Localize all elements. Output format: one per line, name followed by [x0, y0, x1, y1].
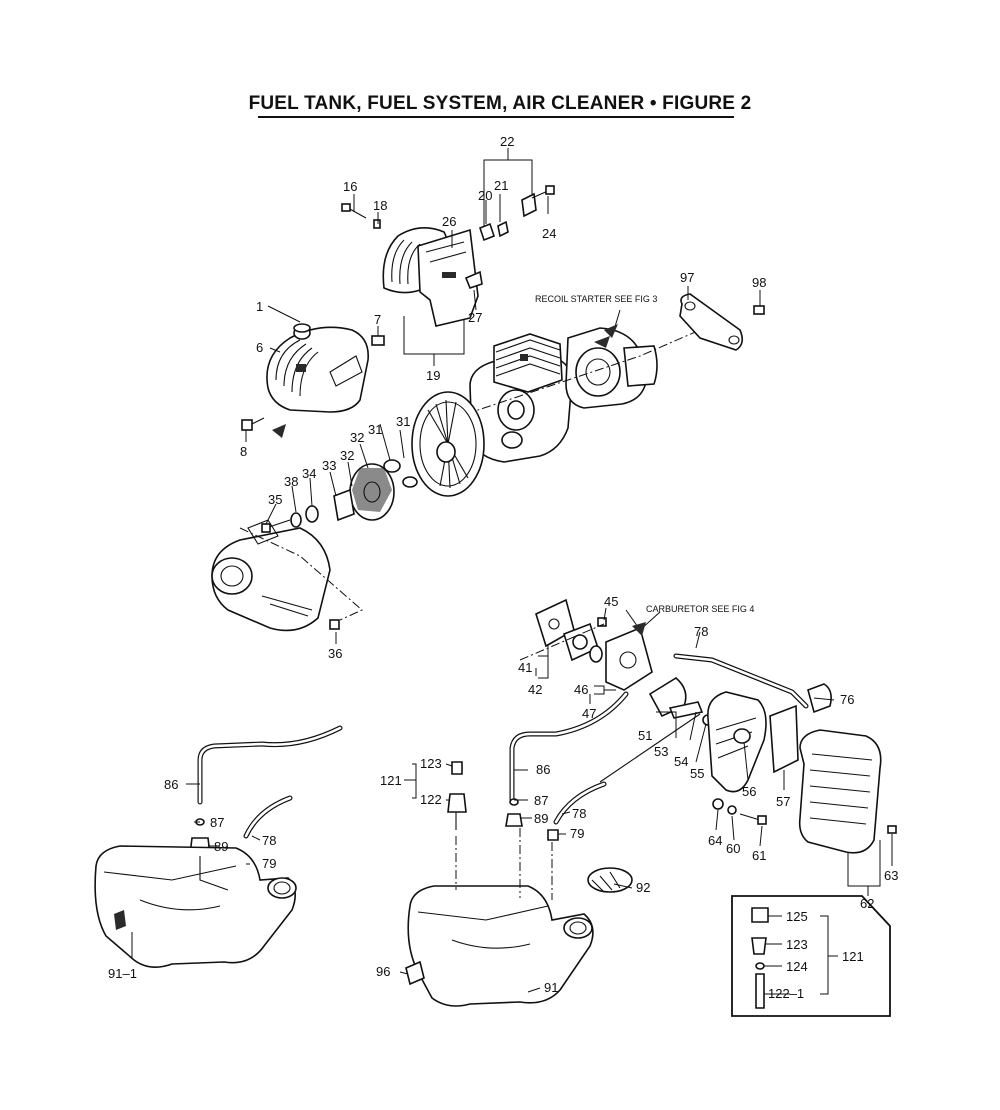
part-label-20: 20: [478, 188, 492, 203]
part-label-87-a: 87: [210, 815, 224, 830]
part-label-64: 64: [708, 833, 722, 848]
part-label-7: 7: [374, 312, 381, 327]
figure-title: FUEL TANK, FUEL SYSTEM, AIR CLEANER • FI…: [248, 93, 752, 114]
carburetor-section-drawing: [519, 598, 653, 691]
fan-flywheel-drawing: [383, 391, 485, 497]
part-label-34: 34: [302, 466, 316, 481]
part-label-91: 91: [544, 980, 558, 995]
part-label-122-1: 122–1: [768, 986, 804, 1001]
part-label-57: 57: [776, 794, 790, 809]
reference-arrows: [272, 309, 661, 636]
part-label-38: 38: [284, 474, 298, 489]
part-label-56: 56: [742, 784, 756, 799]
part-label-76: 76: [840, 692, 854, 707]
part-label-78-b: 78: [262, 833, 276, 848]
part-label-6: 6: [256, 340, 263, 355]
part-label-45: 45: [604, 594, 618, 609]
part-label-62: 62: [860, 896, 874, 911]
part-label-32-a: 32: [350, 430, 364, 445]
fuel-lines-drawing: [197, 653, 809, 839]
part-label-41: 41: [518, 660, 532, 675]
part-label-87-b: 87: [534, 793, 548, 808]
part-label-89-a: 89: [214, 839, 228, 854]
part-label-21: 21: [494, 178, 508, 193]
part-label-53: 53: [654, 744, 668, 759]
part-label-96: 96: [376, 964, 390, 979]
part-label-125: 125: [786, 909, 808, 924]
part-label-31-a: 31: [396, 414, 410, 429]
part-label-97: 97: [680, 270, 694, 285]
part-label-1: 1: [256, 299, 263, 314]
part-label-27: 27: [468, 310, 482, 325]
part-label-32-b: 32: [340, 448, 354, 463]
part-label-89-b: 89: [534, 811, 548, 826]
title-underline: [258, 116, 734, 118]
air-filter-assembly-drawing: [382, 227, 483, 327]
part-label-55: 55: [690, 766, 704, 781]
carburetor-note: CARBURETOR SEE FIG 4: [646, 604, 754, 614]
part-label-121-b: 121: [842, 949, 864, 964]
part-label-122: 122: [420, 792, 442, 807]
part-label-19: 19: [426, 368, 440, 383]
top-hardware-drawing: [241, 185, 555, 431]
part-label-26: 26: [442, 214, 456, 229]
part-label-86-b: 86: [536, 762, 550, 777]
part-label-8: 8: [240, 444, 247, 459]
part-label-47: 47: [582, 706, 596, 721]
part-label-24: 24: [542, 226, 556, 241]
part-label-79-a: 79: [262, 856, 276, 871]
fuel-tank-91-drawing: [405, 828, 633, 1007]
part-label-123-a: 123: [420, 756, 442, 771]
part-label-31-b: 31: [368, 422, 382, 437]
part-number-labels: 16 18 22 20 21 24 26 1 7 6 27 19 97 98 8…: [108, 134, 898, 1001]
part-label-123-b: 123: [786, 937, 808, 952]
part-label-92: 92: [636, 880, 650, 895]
fuel-fittings-drawing: [189, 761, 559, 869]
recoil-starter-note: RECOIL STARTER SEE FIG 3: [535, 294, 657, 304]
part-label-61: 61: [752, 848, 766, 863]
air-cleaner-cover-drawing: [266, 323, 369, 413]
part-label-121-a: 121: [380, 773, 402, 788]
part-label-63: 63: [884, 868, 898, 883]
part-label-98: 98: [752, 275, 766, 290]
muffler-assembly-drawing: [648, 677, 897, 854]
bracket-97-drawing: [679, 293, 765, 351]
part-label-78-c: 78: [572, 806, 586, 821]
part-label-22: 22: [500, 134, 514, 149]
gear-case-drawing: [211, 519, 363, 632]
part-label-46: 46: [574, 682, 588, 697]
part-label-18: 18: [373, 198, 387, 213]
part-label-91-1: 91–1: [108, 966, 137, 981]
part-label-42: 42: [528, 682, 542, 697]
part-label-78-a: 78: [694, 624, 708, 639]
part-label-35: 35: [268, 492, 282, 507]
part-label-16: 16: [343, 179, 357, 194]
part-label-51: 51: [638, 728, 652, 743]
part-label-33: 33: [322, 458, 336, 473]
part-label-86-a: 86: [164, 777, 178, 792]
part-label-54: 54: [674, 754, 688, 769]
clutch-assembly-drawing: [261, 463, 395, 533]
part-label-36: 36: [328, 646, 342, 661]
part-label-79-b: 79: [570, 826, 584, 841]
inset-fuel-pickup-box: [731, 895, 891, 1017]
fuel-tank-91-1-drawing: [94, 845, 297, 968]
engine-crankcase-drawing: [465, 327, 701, 463]
leader-lines: [131, 148, 893, 995]
part-label-60: 60: [726, 841, 740, 856]
part-label-124: 124: [786, 959, 808, 974]
